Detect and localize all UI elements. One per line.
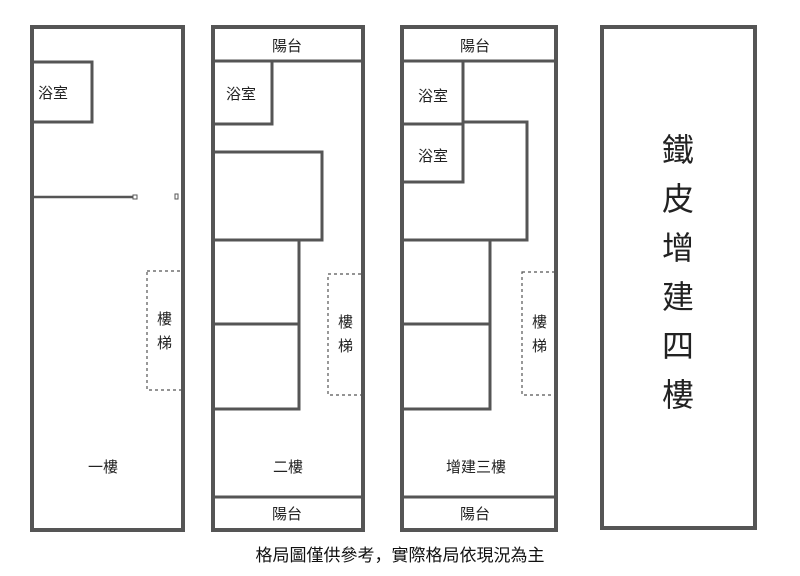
floor-2-balcony-bottom-label: 陽台 [272,505,302,523]
floor-3-balcony-bottom-label: 陽台 [460,505,490,523]
floor-3-balcony-top-label: 陽台 [460,37,490,55]
floor-1-door-marker-2 [174,193,179,200]
floor-3-room-c [400,322,492,411]
floor-3-stairs-label-top: 樓 [532,313,547,331]
floor-2-plan: 陽台 浴室 樓 梯 二樓 陽台 [211,25,365,532]
floor-1-bathroom-label: 浴室 [38,84,68,102]
floor-3-room-b [400,238,492,326]
floor-4-char-6: 樓 [662,376,694,414]
floor-2-room-c [211,322,301,411]
floor-3-label: 增建三樓 [446,458,506,476]
floor-2-stairs-label-top: 樓 [338,313,353,331]
floor-3-bathroom-2-room [400,122,465,184]
floor-1-label: 一樓 [88,458,118,476]
floor-1-stairs-label-top: 樓 [157,310,172,328]
floor-4-outline [600,25,757,530]
floor-4-plan: 鐵 皮 增 建 四 樓 [600,25,757,530]
floor-4-char-1: 鐵 [662,131,694,169]
floor-4-char-2: 皮 [662,180,694,218]
floor-2-room-a [211,150,324,242]
floor-2-room-b [211,238,301,326]
floor-3-stairs-label-bottom: 梯 [532,337,547,355]
floor-4-char-5: 四 [662,327,694,365]
floor-2-balcony-top-label: 陽台 [272,37,302,55]
floor-2-stairs-label-bottom: 梯 [338,337,353,355]
disclaimer-caption: 格局圖僅供參考，實際格局依現況為主 [256,546,545,566]
floor-3-plan: 陽台 浴室 浴室 樓 梯 增建三樓 陽台 [400,25,558,532]
floor-1-door-marker [132,194,138,200]
floor-2-bathroom-room [211,59,274,126]
floor-1-stairs-label-bottom: 梯 [157,334,172,352]
floor-2-label: 二樓 [273,458,303,476]
floor-3-bathroom-1-label: 浴室 [418,87,448,105]
floor-1-plan: 浴室 樓 梯 一樓 [30,25,185,532]
floor-3-stairs [521,271,557,396]
floor-1-outline [30,25,185,532]
floor-2-bathroom-label: 浴室 [226,85,256,103]
floor-1-stairs [146,270,184,391]
floor-4-char-4: 建 [662,278,694,316]
floor-3-bathroom-2-label: 浴室 [418,147,448,165]
floor-4-char-3: 增 [662,229,694,267]
floor-1-bathroom-room [30,60,94,124]
floor-2-stairs [327,273,364,396]
